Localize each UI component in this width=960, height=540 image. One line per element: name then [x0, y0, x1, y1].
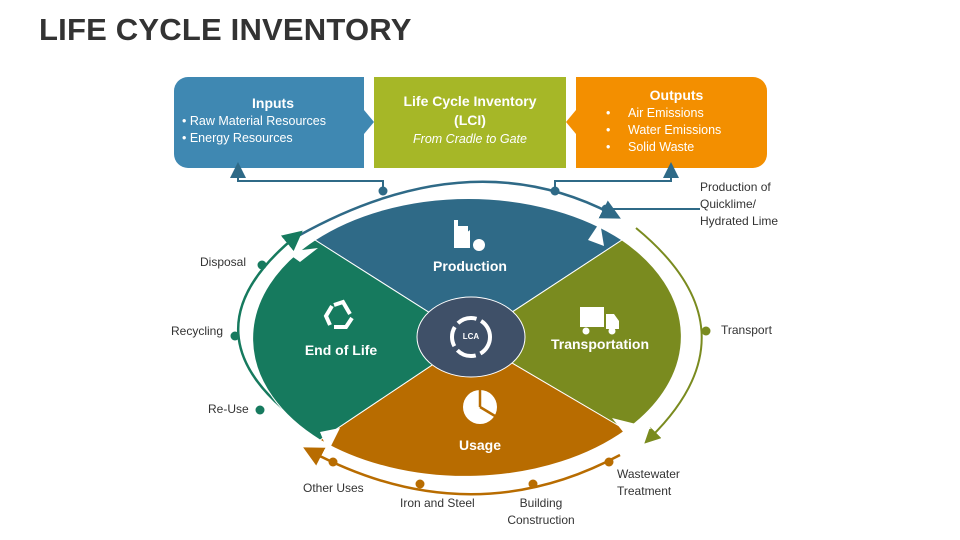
outputs-box: Outputs •Air Emissions •Water Emissions …: [576, 77, 767, 168]
output-item: •Air Emissions: [606, 106, 704, 120]
truck-icon: [580, 307, 619, 335]
input-item: • Raw Material Resources: [182, 114, 327, 128]
recycling-dot: [230, 331, 240, 341]
transport-outer-arc: [635, 227, 703, 444]
output-item: •Water Emissions: [606, 123, 722, 137]
recycle-icon: [323, 299, 354, 329]
transport-dot: [701, 326, 711, 336]
usage-label: Usage: [458, 437, 502, 453]
reuse-dot: [255, 405, 265, 415]
usage-outer-arc: [303, 447, 621, 496]
inputs-connector: [230, 162, 384, 191]
transportation-segment: [470, 239, 682, 431]
transport-arrow-tip: [612, 418, 652, 438]
label-transport: Transport: [721, 323, 772, 337]
label-reuse: Re-Use: [208, 402, 249, 416]
label-quicklime: Production of Quicklime/ Hydrated Lime: [700, 180, 779, 228]
other-uses-dot: [328, 457, 338, 467]
end-of-life-arrow-tip: [286, 248, 318, 262]
disposal-dot: [257, 260, 267, 270]
lca-center: [416, 296, 526, 378]
iron-steel-dot: [415, 479, 425, 489]
lci-box: Life Cycle Inventory (LCI) From Cradle t…: [374, 77, 566, 168]
lca-label: LCA: [462, 332, 480, 341]
label-iron-steel: Iron and Steel: [400, 496, 475, 510]
outputs-dot: [550, 186, 560, 196]
label-building-construction: Building Construction: [507, 496, 575, 527]
usage-arrow-tip: [320, 428, 340, 452]
input-item: • Energy Resources: [182, 131, 293, 145]
output-item: •Solid Waste: [606, 140, 695, 154]
wastewater-dot: [604, 457, 614, 467]
production-outer-arc: [297, 180, 621, 238]
factory-icon: [454, 220, 485, 251]
building-dot: [528, 479, 538, 489]
label-other-uses: Other Uses: [303, 481, 364, 495]
lci-heading: Life Cycle Inventory: [403, 93, 537, 109]
outputs-connector: [554, 162, 679, 191]
lci-subtitle: From Cradle to Gate: [413, 132, 527, 146]
inputs-arrow-notch: [364, 110, 374, 134]
label-wastewater: Wastewater Treatment: [617, 467, 680, 498]
end-of-life-label: End of Life: [304, 342, 378, 358]
label-disposal: Disposal: [200, 255, 247, 269]
pie-chart-icon: [463, 390, 497, 424]
outputs-arrow-notch: [566, 110, 576, 134]
outputs-heading: Outputs: [649, 87, 704, 103]
label-recycling: Recycling: [171, 324, 224, 338]
inputs-heading: Inputs: [252, 95, 294, 111]
quicklime-dot: [601, 204, 611, 214]
production-label: Production: [433, 258, 507, 274]
inputs-dot: [378, 186, 388, 196]
lca-cycle-icon: [450, 316, 492, 358]
lci-heading-abbr: (LCI): [454, 112, 486, 128]
transportation-label: Transportation: [550, 336, 649, 352]
page-title: LIFE CYCLE INVENTORY: [39, 12, 412, 47]
production-segment: [314, 197, 623, 340]
production-arrow-tip: [588, 222, 604, 246]
end-of-life-segment: [252, 239, 472, 441]
inputs-box: Inputs • Raw Material Resources • Energy…: [174, 77, 364, 168]
